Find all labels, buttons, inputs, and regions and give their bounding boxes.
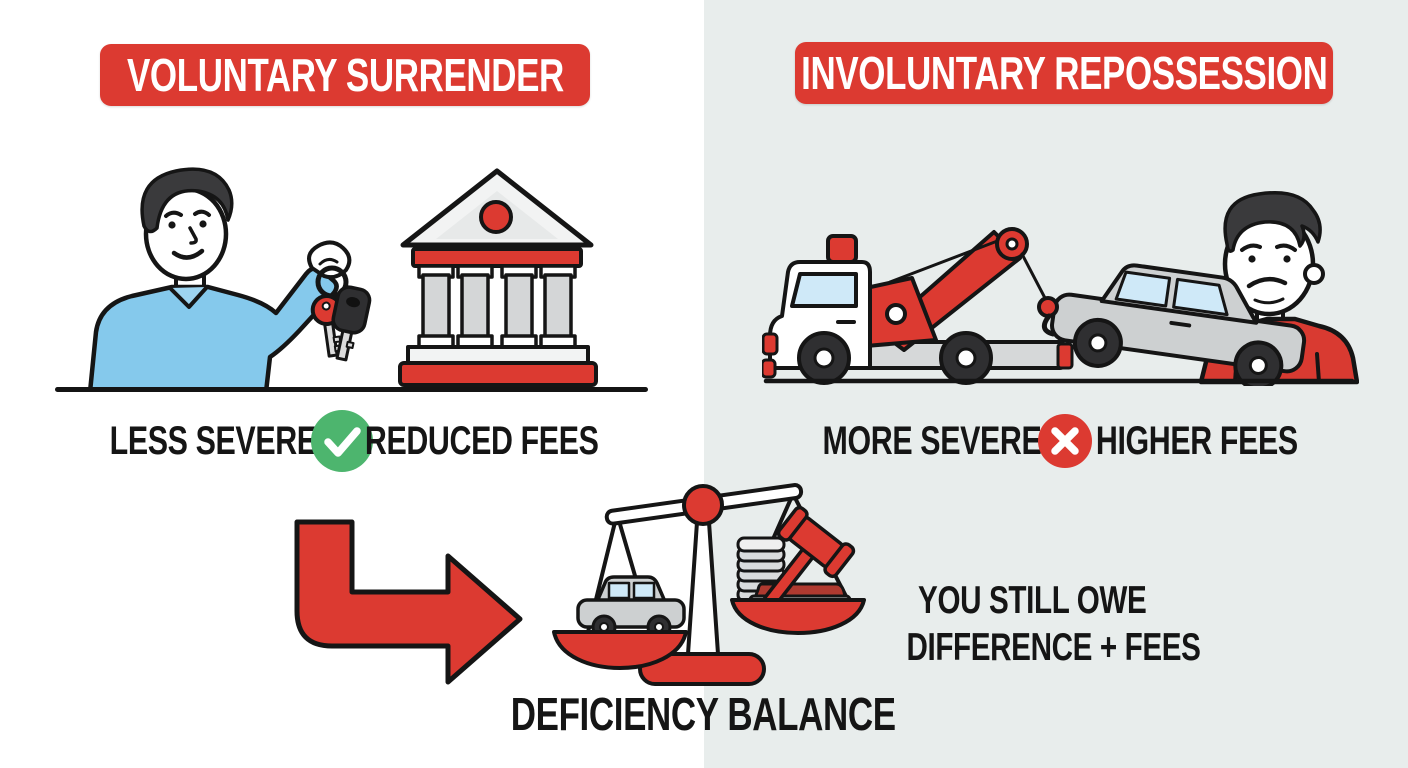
right-banner-title: INVOLUNTARY REPOSSESSION	[800, 47, 1328, 99]
tow-truck-towing-car-illustration	[762, 227, 1355, 386]
left-severity-label: LESS SEVERE	[109, 418, 317, 463]
elbow-arrow-icon	[294, 519, 523, 685]
right-banner: INVOLUNTARY REPOSSESSION	[795, 42, 1333, 104]
towed-car	[1050, 263, 1307, 386]
scale-car	[576, 575, 686, 640]
left-banner-title: VOLUNTARY SURRENDER	[126, 49, 564, 101]
check-icon	[311, 410, 373, 472]
right-severity-label: MORE SEVERE	[822, 418, 1042, 463]
x-icon	[1038, 414, 1092, 468]
scale-gavel	[748, 505, 856, 609]
owe-text: YOU STILL OWE DIFFERENCE + FEES	[860, 578, 1205, 672]
owe-line1: YOU STILL OWE	[918, 579, 1147, 622]
tow-truck	[762, 227, 1074, 385]
left-fees-label: REDUCED FEES	[365, 418, 599, 463]
left-banner: VOLUNTARY SURRENDER	[100, 44, 590, 106]
balance-scale-illustration	[552, 483, 866, 686]
owe-line2: DIFFERENCE + FEES	[906, 625, 1201, 669]
right-fees-label: HIGHER FEES	[1096, 418, 1298, 463]
bank-building-illustration	[398, 168, 598, 387]
left-ground-line	[55, 387, 648, 392]
man-handing-keys-illustration	[87, 167, 372, 392]
deficiency-caption: DEFICIENCY BALANCE	[510, 688, 896, 740]
